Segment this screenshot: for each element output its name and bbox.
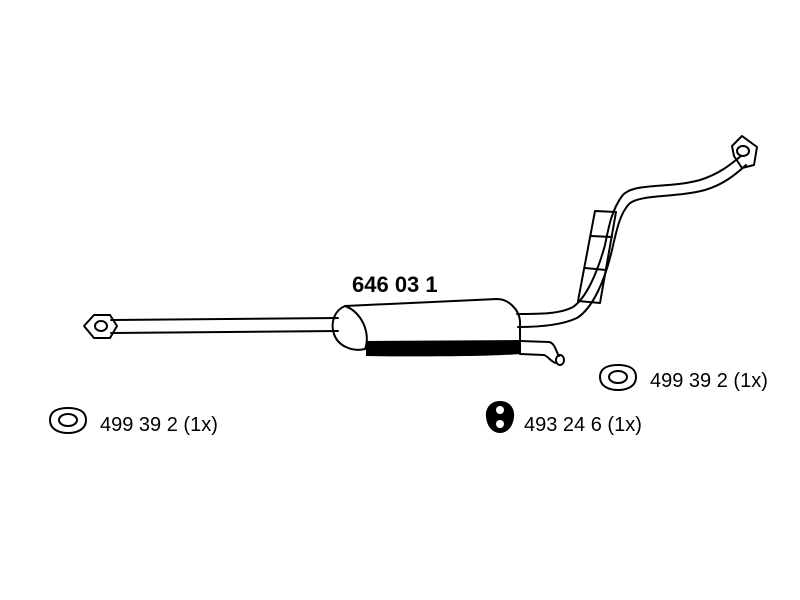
- accessory-label: 499 39 2 (1x): [650, 370, 768, 392]
- right-flange-icon: [731, 135, 758, 169]
- gasket-icon: [49, 407, 87, 434]
- accessory-gasket-right: 499 39 2 (1x): [599, 364, 768, 392]
- left-flange-icon: [83, 314, 118, 339]
- main-part-number: 646 03 1: [352, 272, 438, 297]
- rubber-hanger-icon: [485, 401, 515, 433]
- accessory-label: 493 24 6 (1x): [524, 414, 642, 436]
- accessory-label: 499 39 2 (1x): [100, 414, 218, 436]
- gasket-icon: [599, 364, 637, 391]
- middle-silencer-drawing: [83, 135, 758, 366]
- outlet-stub: [519, 340, 565, 366]
- rear-pipe: [516, 155, 747, 328]
- muffler-body: [331, 298, 521, 357]
- inlet-pipe: [110, 317, 339, 334]
- accessory-gasket-left: 499 39 2 (1x): [49, 407, 218, 436]
- accessory-hanger: 493 24 6 (1x): [485, 401, 642, 436]
